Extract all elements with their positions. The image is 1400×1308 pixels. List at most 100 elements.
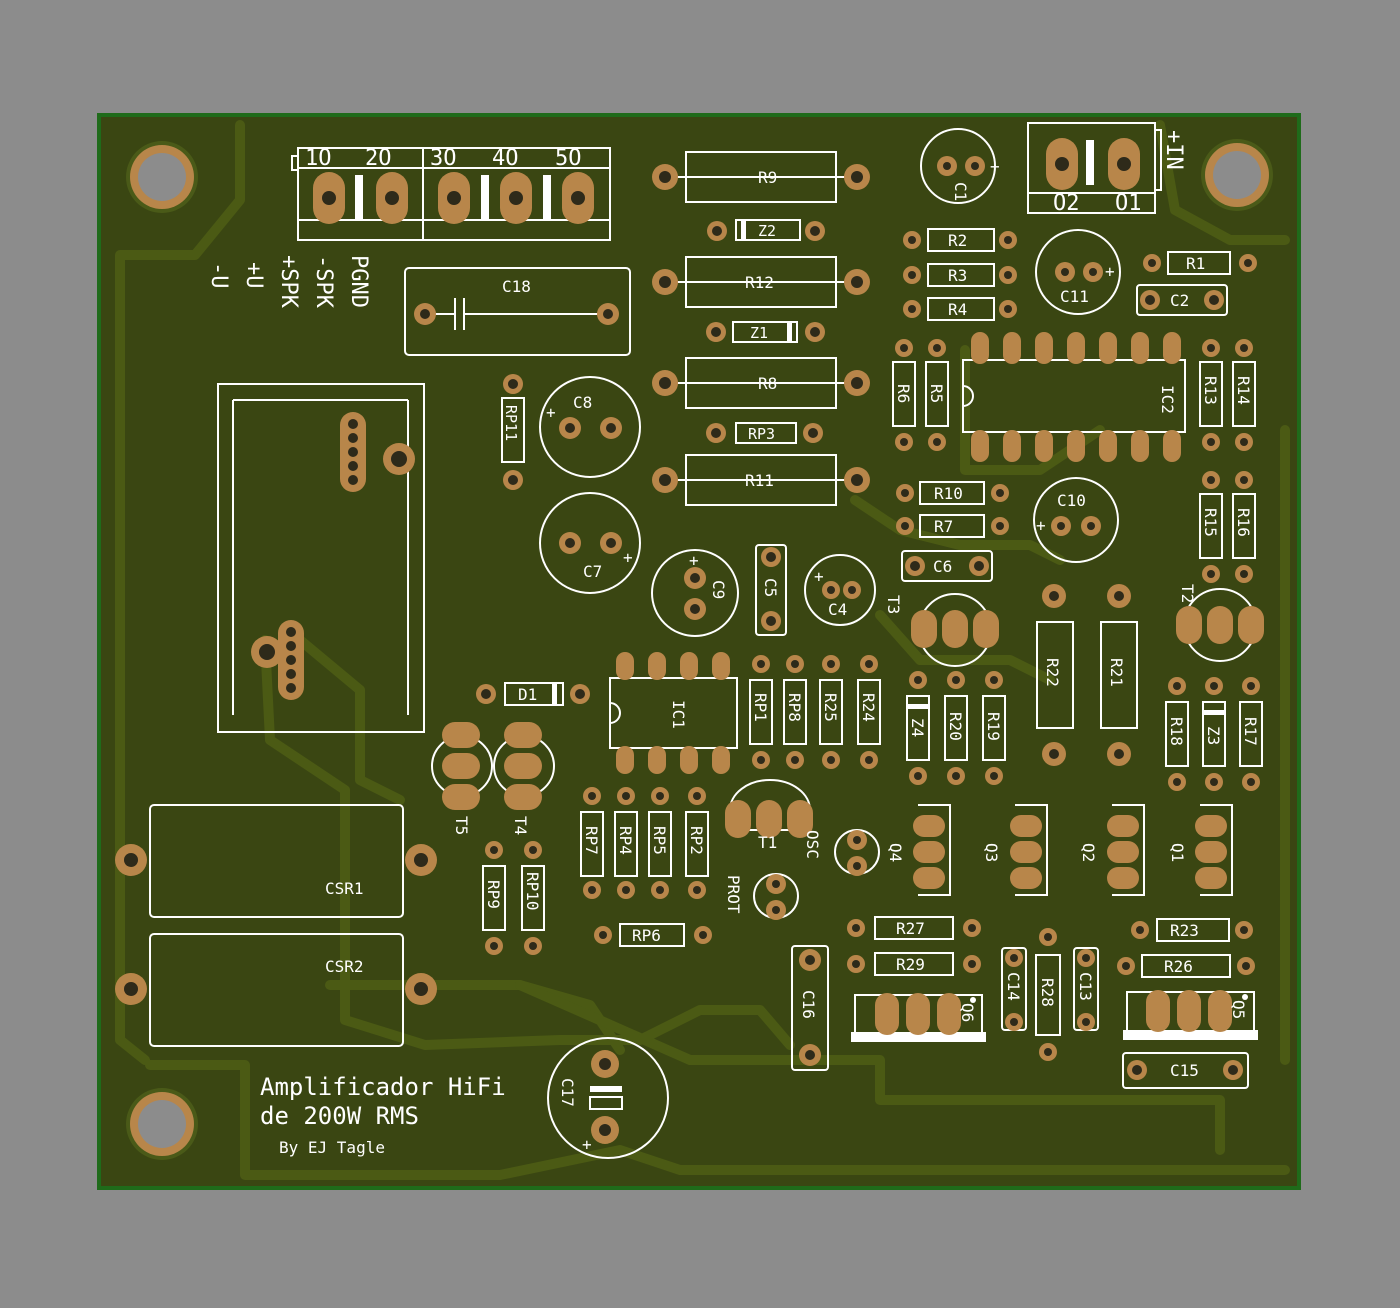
resistors-r13-r16: R13 R14 R15 R16: [1199, 339, 1256, 583]
capacitor-c15: C15: [1122, 1052, 1249, 1089]
transistor-t2: T2: [1176, 584, 1264, 662]
label-r24: R24: [859, 693, 878, 722]
capacitor-c11: C11 +: [1035, 229, 1121, 315]
label-r17: R17: [1241, 717, 1260, 746]
mounting-holes: [126, 139, 1273, 1160]
mounting-hole-top-left-icon: [126, 141, 198, 213]
z4-r20-r19: Z4 R20 R19: [906, 671, 1006, 785]
resistor-rp11: RP11: [501, 374, 525, 490]
label-t2: T2: [1178, 584, 1197, 603]
label-r2: R2: [948, 231, 967, 250]
label-c10: C10: [1057, 491, 1086, 510]
label-rp4: RP4: [616, 826, 635, 855]
label-z3: Z3: [1204, 726, 1223, 745]
label-c15: C15: [1170, 1061, 1199, 1080]
capacitor-c17: C17 +: [547, 1037, 669, 1159]
label-osc: OSC: [803, 830, 822, 859]
label-r7: R7: [934, 517, 953, 536]
board-title: Amplificador HiFi de 200W RMS By EJ Tagl…: [260, 1073, 506, 1157]
output-connector-pads: [313, 172, 594, 224]
label-csr1: CSR1: [325, 879, 364, 898]
label-c8-plus: +: [546, 403, 556, 422]
label-c6: C6: [933, 557, 952, 576]
transistor-q1: Q1: [1168, 804, 1233, 896]
label-rp3: RP3: [748, 425, 775, 443]
capacitor-c2: C2: [1136, 284, 1228, 316]
label-q2: Q2: [1079, 843, 1098, 862]
label-rp1: RP1: [751, 693, 770, 722]
label-r9: R9: [758, 168, 777, 187]
label-c17: C17: [558, 1078, 577, 1107]
ic2-pins: [971, 332, 1181, 462]
title-author: By EJ Tagle: [279, 1138, 385, 1157]
input-pin-1-label: O1: [1115, 191, 1142, 216]
zener-z2: Z2: [707, 219, 825, 241]
label-rp6: RP6: [632, 926, 661, 945]
label-c7: C7: [583, 562, 602, 581]
resistors-r10-r7: R10 R7: [896, 481, 1009, 538]
resistors-rp7-rp2: RP7 RP4 RP5 RP2: [580, 787, 709, 899]
label-r28: R28: [1038, 978, 1057, 1007]
label-q3: Q3: [982, 843, 1001, 862]
label-rp7: RP7: [582, 826, 601, 855]
transistor-q3: Q3: [982, 804, 1048, 896]
label-c9: C9: [709, 580, 728, 599]
zener-z1: Z1: [706, 321, 825, 343]
label-r10: R10: [934, 484, 963, 503]
transistor-q5: Q5: [1123, 990, 1258, 1040]
label-r16: R16: [1234, 508, 1253, 537]
capacitor-c18: C18: [404, 267, 631, 356]
r18-z3-r17: R18 Z3 R17: [1165, 677, 1263, 791]
label-csr2: CSR2: [325, 957, 364, 976]
output-pin-3-label: 3O: [430, 146, 457, 171]
label-t5: T5: [452, 816, 471, 835]
label-r26: R26: [1164, 957, 1193, 976]
label-c16: C16: [799, 990, 818, 1019]
label-rp2: RP2: [687, 826, 706, 855]
label-c5: C5: [761, 578, 780, 597]
capacitor-c8: C8 +: [539, 376, 641, 478]
label-c10-plus: +: [1036, 516, 1046, 535]
label-t1: T1: [758, 833, 777, 852]
label-plus-u: +U: [241, 262, 266, 289]
transistor-q6: Q6: [851, 993, 986, 1042]
label-r8: R8: [758, 374, 777, 393]
resistors-r22-r21: R22 R21: [1036, 584, 1138, 766]
input-connector: O2 O1 +IN: [1027, 122, 1186, 216]
label-q5: Q5: [1229, 1000, 1248, 1019]
label-c17-plus: +: [582, 1135, 592, 1154]
label-t3: T3: [884, 595, 903, 614]
label-r21: R21: [1107, 658, 1126, 687]
label-c11: C11: [1060, 287, 1089, 306]
label-rp9: RP9: [484, 880, 503, 909]
label-c1: C1: [951, 182, 970, 201]
label-r20: R20: [946, 712, 965, 741]
label-r18: R18: [1167, 717, 1186, 746]
output-pin-2-label: 2O: [365, 146, 392, 171]
label-c2: C2: [1170, 291, 1189, 310]
label-r4: R4: [948, 300, 967, 319]
label-r6: R6: [894, 384, 913, 403]
transistor-t4: T4: [493, 722, 555, 835]
label-c11-plus: +: [1105, 262, 1115, 281]
label-c14: C14: [1004, 972, 1023, 1001]
label-r29: R29: [896, 955, 925, 974]
label-d1: D1: [518, 685, 537, 704]
transistor-t3: [911, 593, 999, 667]
shunt-csr2: CSR2: [115, 933, 437, 1047]
label-r25: R25: [821, 693, 840, 722]
label-r19: R19: [984, 712, 1003, 741]
transistor-q4: Q4: [886, 804, 951, 896]
diode-d1: D1: [476, 682, 590, 706]
label-r12: R12: [745, 273, 774, 292]
ic1-dip: IC1: [609, 652, 738, 774]
capacitor-c6: C6: [901, 550, 993, 582]
resistors-r2-r4: R2 R3 R4: [903, 228, 1017, 321]
mounting-hole-bottom-left-icon: [126, 1088, 198, 1160]
resistors-r27-r26: R27 R29 R23 R26: [847, 916, 1255, 978]
label-r11: R11: [745, 471, 774, 490]
label-c13: C13: [1076, 972, 1095, 1001]
label-minus-spk: -SPK: [311, 255, 336, 309]
label-r23: R23: [1170, 921, 1199, 940]
resistor-rp6: RP6: [594, 923, 712, 947]
